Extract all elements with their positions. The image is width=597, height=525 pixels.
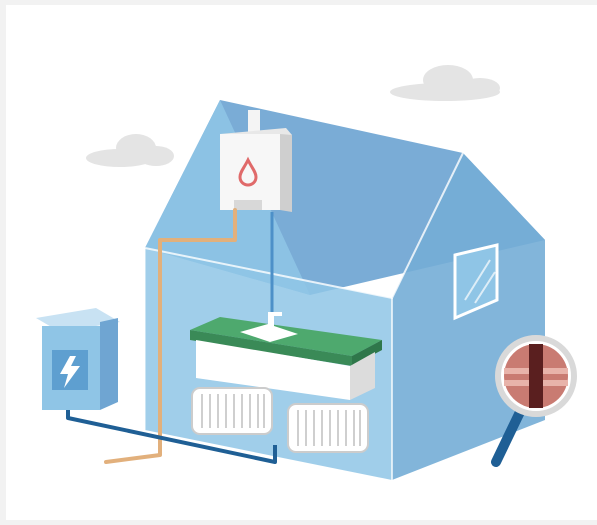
- cloud-left: [86, 134, 174, 167]
- radiator-left: [192, 388, 272, 434]
- flue-pipe: [248, 110, 260, 134]
- cloud-right: [390, 65, 500, 101]
- electric-box: [36, 308, 120, 410]
- water-heater: [220, 128, 292, 212]
- magnifier-pipe-icon: [496, 338, 574, 462]
- radiator-right: [288, 404, 368, 452]
